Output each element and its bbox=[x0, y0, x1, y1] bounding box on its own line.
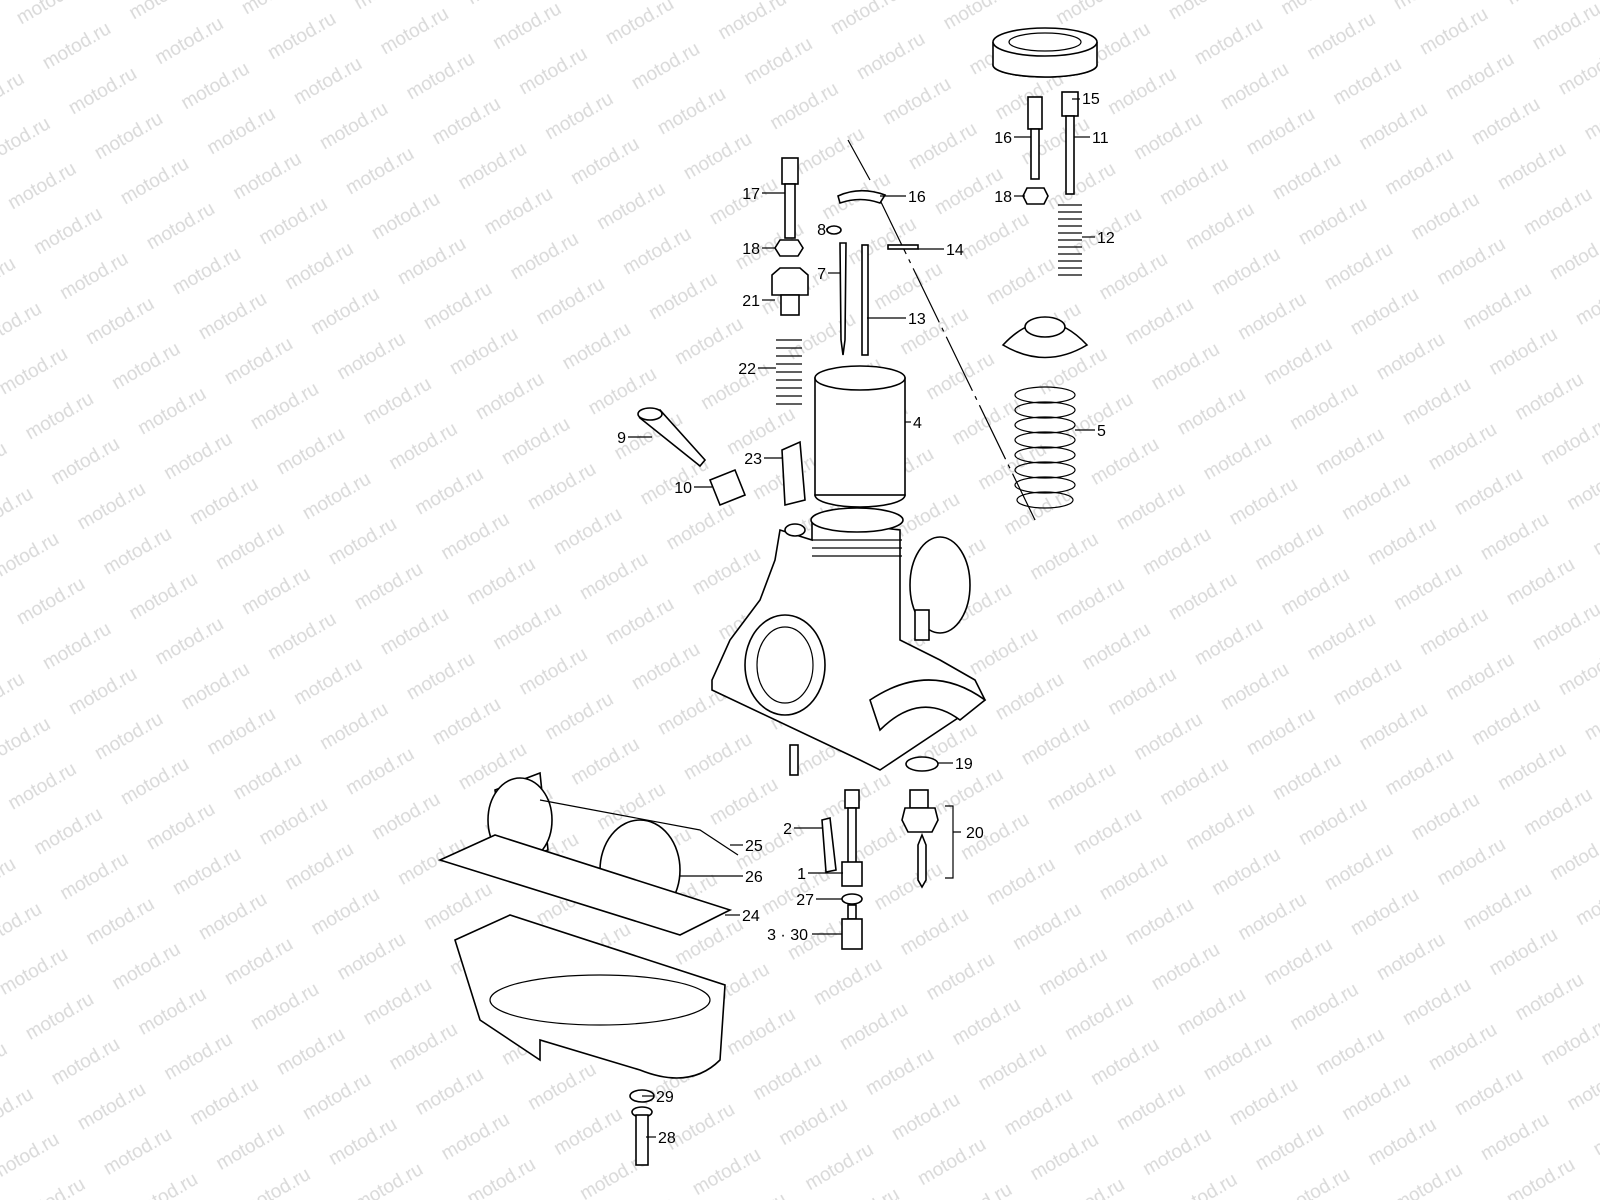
part-number-label: 22 bbox=[738, 361, 756, 378]
part-number-label: 1 bbox=[797, 866, 806, 883]
part-number-label: 20 bbox=[966, 825, 984, 842]
part-number-label: 4 bbox=[913, 415, 922, 432]
part-number-label: 10 bbox=[674, 480, 692, 497]
part-number-label: 9 bbox=[617, 430, 626, 447]
part-throttle-slide bbox=[814, 365, 906, 508]
part-cap-nut bbox=[992, 27, 1098, 78]
part-number-label: 28 bbox=[658, 1130, 676, 1147]
part-number-label: 27 bbox=[796, 892, 814, 909]
part-number-label: 5 bbox=[1097, 423, 1106, 440]
part-gasket-24 bbox=[437, 834, 733, 936]
part-air-screw bbox=[637, 407, 707, 468]
part-number-label: 26 bbox=[745, 869, 763, 886]
part-number-label: 13 bbox=[908, 311, 926, 328]
part-number-label: 16 bbox=[994, 130, 1012, 147]
part-labels: 15 16 11 18 12 5 17 16 8 14 7 18 21 13 22 4 9 23 10 19 2 20 25… bbox=[617, 91, 1115, 1147]
part-adjuster-screws bbox=[1022, 91, 1082, 276]
part-number-label: 2 bbox=[783, 821, 792, 838]
part-throttle-spring bbox=[1014, 386, 1076, 509]
part-floats bbox=[487, 771, 739, 921]
part-number-label: 29 bbox=[656, 1089, 674, 1106]
part-number-label: 11 bbox=[1092, 130, 1109, 147]
part-number-label: 3 · 30 bbox=[767, 927, 808, 944]
part-carburetor-body bbox=[711, 507, 987, 776]
part-drain-screw-28 bbox=[631, 1106, 653, 1166]
part-number-label: 19 bbox=[955, 756, 973, 773]
part-number-label: 8 bbox=[817, 222, 826, 239]
part-number-label: 18 bbox=[994, 189, 1012, 206]
part-number-label: 15 bbox=[1082, 91, 1100, 108]
part-top-cover bbox=[1001, 316, 1089, 359]
part-number-label: 18 bbox=[742, 241, 760, 258]
part-number-label: 24 bbox=[742, 908, 760, 925]
part-needle-valve-20 bbox=[901, 789, 961, 889]
part-needle-clip bbox=[826, 189, 919, 250]
part-jets bbox=[821, 789, 863, 950]
part-adjuster-screw-17 bbox=[771, 157, 809, 405]
part-number-label: 25 bbox=[745, 838, 763, 855]
part-air-screw-spring bbox=[708, 468, 747, 507]
part-number-label: 16 bbox=[908, 189, 926, 206]
part-number-label: 14 bbox=[946, 242, 964, 259]
part-washer-19 bbox=[905, 756, 939, 772]
part-number-label: 17 bbox=[742, 186, 760, 203]
part-number-label: 7 bbox=[817, 266, 826, 283]
part-number-label: 12 bbox=[1097, 230, 1115, 247]
part-starter-plunger bbox=[781, 440, 806, 507]
part-number-label: 23 bbox=[744, 451, 762, 468]
part-needles bbox=[839, 242, 869, 356]
part-number-label: 21 bbox=[742, 293, 760, 310]
part-float-chamber bbox=[454, 914, 726, 1079]
